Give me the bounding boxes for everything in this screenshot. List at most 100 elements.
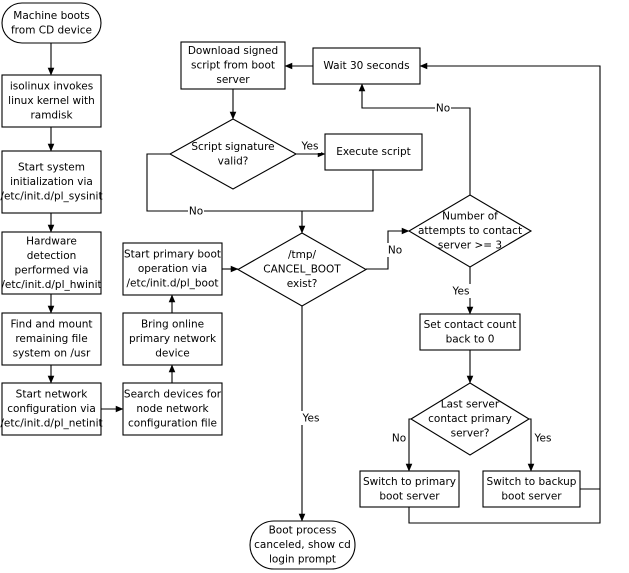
node-shape-process bbox=[1, 312, 102, 366]
node-shape-decision bbox=[409, 382, 531, 456]
node-label-line: server? bbox=[451, 428, 490, 440]
node-label-line: remaining file bbox=[15, 333, 87, 345]
node-label-line: isolinux invokes bbox=[10, 81, 93, 93]
node-shape-process bbox=[1, 231, 102, 295]
node-shape-process bbox=[180, 41, 286, 90]
connector-c-lastserver-yes: Yes bbox=[527, 418, 554, 472]
node-shape-process bbox=[122, 382, 223, 436]
connector-line bbox=[358, 83, 471, 195]
node-label-line: operation via bbox=[138, 263, 207, 275]
node-label-line: CANCEL_BOOT bbox=[263, 264, 341, 276]
node-label-line: /tmp/ bbox=[288, 249, 317, 261]
node-shape-process bbox=[122, 312, 223, 366]
connector-line bbox=[527, 418, 535, 472]
node-wait-30-seconds[interactable]: Wait 30 seconds bbox=[312, 47, 421, 85]
edge-label-backdrop bbox=[435, 101, 451, 115]
node-label-line: login prompt bbox=[269, 554, 336, 566]
node-label-line: boot server bbox=[379, 490, 440, 502]
edge-label-backdrop bbox=[300, 411, 322, 425]
node-label-line: initialization via bbox=[10, 176, 93, 188]
node-shape-process bbox=[1, 74, 102, 128]
node-label-line: system on /usr bbox=[13, 348, 91, 360]
connector-c-lastserver-no: No bbox=[391, 418, 413, 472]
connector-c-cancelboot-yes: Yes bbox=[298, 306, 322, 522]
connector-c-execute-down bbox=[302, 170, 374, 212]
node-label-line: Hardware bbox=[26, 235, 77, 247]
node-label-line: canceled, show cd bbox=[254, 539, 351, 551]
node-label-line: valid? bbox=[218, 155, 249, 167]
connector-c-cancelboot-no: No bbox=[366, 227, 410, 270]
node-shape-process bbox=[1, 150, 102, 214]
node-shape-decision bbox=[236, 232, 368, 307]
edge-label: Yes bbox=[534, 433, 552, 445]
connector-line bbox=[146, 153, 306, 234]
node-label-line: boot server bbox=[501, 490, 562, 502]
node-shape-process bbox=[324, 133, 423, 171]
node-shape-process bbox=[359, 470, 460, 508]
node-execute-script[interactable]: Execute script bbox=[324, 133, 423, 171]
edge-label-backdrop bbox=[450, 284, 472, 298]
connector-c-attempts-no: No bbox=[358, 83, 471, 195]
node-label-line: /etc/init.d/pl_netinit bbox=[0, 418, 102, 430]
connector-c-switchprimary-loop bbox=[408, 62, 601, 524]
node-label-line: script from boot bbox=[191, 60, 275, 72]
node-isolinux-invokes[interactable]: isolinux invokes linux kernel with ramdisk bbox=[1, 74, 102, 128]
node-label-line: exist? bbox=[287, 278, 318, 290]
node-label-line: Download signed bbox=[188, 45, 278, 57]
edge-label: Yes bbox=[301, 141, 319, 153]
node-label-line: configuration via bbox=[7, 403, 96, 415]
node-label-line: device bbox=[155, 348, 190, 360]
edge-label: No bbox=[189, 206, 203, 218]
node-shape-process bbox=[419, 313, 521, 351]
node-label-line: Switch to backup bbox=[487, 476, 577, 488]
node-label-line: detection bbox=[27, 250, 77, 262]
node-label-line: Wait 30 seconds bbox=[323, 60, 409, 72]
connector-line bbox=[405, 418, 413, 472]
node-shape-process bbox=[1, 382, 102, 436]
node-label-line: linux kernel with bbox=[8, 95, 95, 107]
node-shape-terminator bbox=[249, 520, 356, 570]
node-label-line: Boot process bbox=[269, 525, 337, 537]
node-label-line: Last server bbox=[441, 399, 500, 411]
node-label-line: Switch to primary bbox=[363, 476, 456, 488]
node-cancel-boot-exists[interactable]: /tmp/CANCEL_BOOT exist? bbox=[236, 232, 368, 307]
edge-label: Yes bbox=[302, 413, 320, 425]
node-switch-primary[interactable]: Switch to primary boot server bbox=[359, 470, 460, 508]
edge-label: No bbox=[436, 103, 450, 115]
edge-label-backdrop bbox=[299, 139, 321, 153]
node-label-line: Start system bbox=[18, 162, 85, 174]
node-label-line: attempts to contact bbox=[418, 225, 522, 237]
node-label-line: server >= 3 bbox=[438, 240, 502, 252]
edge-label: Yes bbox=[452, 286, 470, 298]
node-shape-process bbox=[482, 470, 581, 508]
edge-label-backdrop bbox=[391, 431, 407, 445]
edge-label-backdrop bbox=[387, 243, 403, 257]
node-start-system-init[interactable]: Start system initialization via/etc/init.… bbox=[0, 150, 103, 214]
edge-label-backdrop bbox=[532, 431, 554, 445]
node-shape-decision bbox=[407, 194, 533, 268]
node-label-line: ramdisk bbox=[30, 110, 73, 122]
node-label-line: Execute script bbox=[336, 146, 411, 158]
node-switch-backup[interactable]: Switch to backup boot server bbox=[482, 470, 581, 508]
node-shape-decision bbox=[168, 118, 298, 190]
node-boot-canceled[interactable]: Boot process canceled, show cd login promp… bbox=[249, 520, 356, 570]
node-label-line: /etc/init.d/pl_sysinit bbox=[0, 191, 102, 203]
node-label-line: configuration file bbox=[128, 418, 217, 430]
node-shape-terminator bbox=[1, 2, 102, 44]
node-label-line: Search devices for bbox=[124, 389, 222, 401]
